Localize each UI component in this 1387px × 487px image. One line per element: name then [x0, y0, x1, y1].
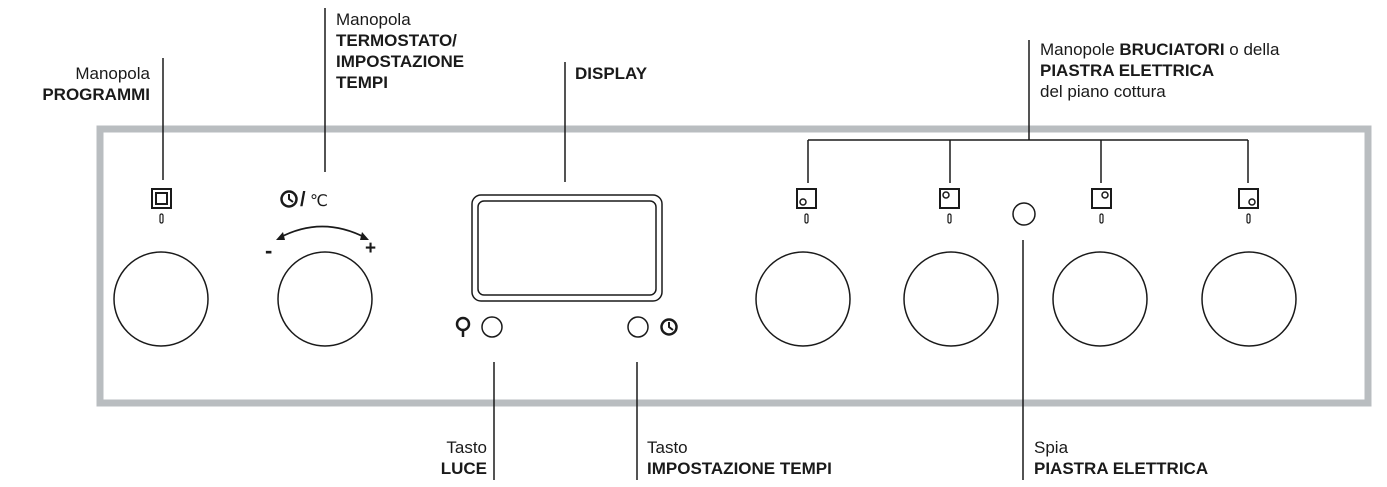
label-line: Manopola: [75, 64, 150, 83]
label-line-bold: IMPOSTAZIONE: [336, 52, 465, 71]
thermostat-plus: +: [365, 238, 376, 259]
label-line: Tasto: [647, 438, 688, 457]
bulb-icon: [455, 316, 471, 337]
burner-knob-front-right[interactable]: [1201, 251, 1297, 347]
label-time-setting-button: Tasto IMPOSTAZIONE TEMPI: [647, 437, 832, 479]
label-line-bold: PIASTRA ELETTRICA: [1040, 61, 1215, 80]
label-bold-inline: BRUCIATORI: [1119, 40, 1225, 59]
label-light-button: Tasto LUCE: [441, 437, 487, 479]
label-line: Manopola: [336, 10, 411, 29]
burner-knob-front-left[interactable]: [755, 251, 851, 347]
burner-front-left-icon: [796, 188, 817, 209]
clock-icon: [280, 190, 298, 208]
burner-knob-rear-left[interactable]: [903, 251, 999, 347]
label-burner-knobs: Manopole BRUCIATORI o della PIASTRA ELET…: [1040, 39, 1279, 102]
thermostat-rotation-arc: [278, 225, 367, 239]
programs-knob[interactable]: [113, 251, 209, 347]
display-screen-outer: [471, 194, 663, 302]
label-line-bold: TEMPI: [336, 73, 388, 92]
label-line: Manopole BRUCIATORI o della: [1040, 39, 1279, 60]
knob-indicator-mark: [159, 213, 164, 224]
label-line-bold: PIASTRA ELETTRICA: [1034, 459, 1209, 478]
burner-knob-rear-right[interactable]: [1052, 251, 1148, 347]
control-panel-outline: [96, 125, 1372, 407]
label-hotplate-indicator: Spia PIASTRA ELETTRICA: [1034, 437, 1208, 479]
celsius-unit: ℃: [310, 191, 328, 210]
label-thermostat-knob: Manopola TERMOSTATO/ IMPOSTAZIONE TEMPI: [336, 9, 464, 93]
label-mid: o della: [1229, 40, 1280, 59]
arc-arrow-left: [276, 232, 285, 240]
display-screen-inner: [477, 200, 657, 296]
label-line-bold: TERMOSTATO/: [336, 31, 457, 50]
thermostat-knob[interactable]: [277, 251, 373, 347]
label-line-bold: DISPLAY: [575, 64, 648, 83]
arc-arrow-right: [360, 232, 369, 240]
light-button[interactable]: [481, 316, 503, 338]
label-line-bold: PROGRAMMI: [42, 85, 150, 104]
label-line-bold: IMPOSTAZIONE TEMPI: [647, 459, 832, 478]
knob-indicator-mark: [947, 213, 952, 224]
label-line: Spia: [1034, 438, 1069, 457]
label-line: del piano cottura: [1040, 82, 1166, 101]
label-prefix: Manopole: [1040, 40, 1115, 59]
burner-rear-right-icon: [1091, 188, 1112, 209]
leader-lines: [162, 8, 1249, 480]
clock-icon: [660, 318, 678, 336]
label-programs-knob: Manopola PROGRAMMI: [42, 63, 150, 105]
label-display: DISPLAY: [575, 63, 647, 84]
knob-indicator-mark: [1246, 213, 1251, 224]
label-line: Tasto: [446, 438, 487, 457]
knob-indicator-mark: [1099, 213, 1104, 224]
hotplate-indicator-light: [1012, 202, 1036, 226]
burner-front-right-icon: [1238, 188, 1259, 209]
thermostat-separator: /: [300, 189, 306, 211]
thermostat-minus: -: [265, 238, 272, 263]
square-program-icon: [151, 188, 172, 209]
knob-indicator-mark: [804, 213, 809, 224]
label-line-bold: LUCE: [440, 459, 487, 478]
time-setting-button[interactable]: [627, 316, 649, 338]
burner-rear-left-icon: [939, 188, 960, 209]
